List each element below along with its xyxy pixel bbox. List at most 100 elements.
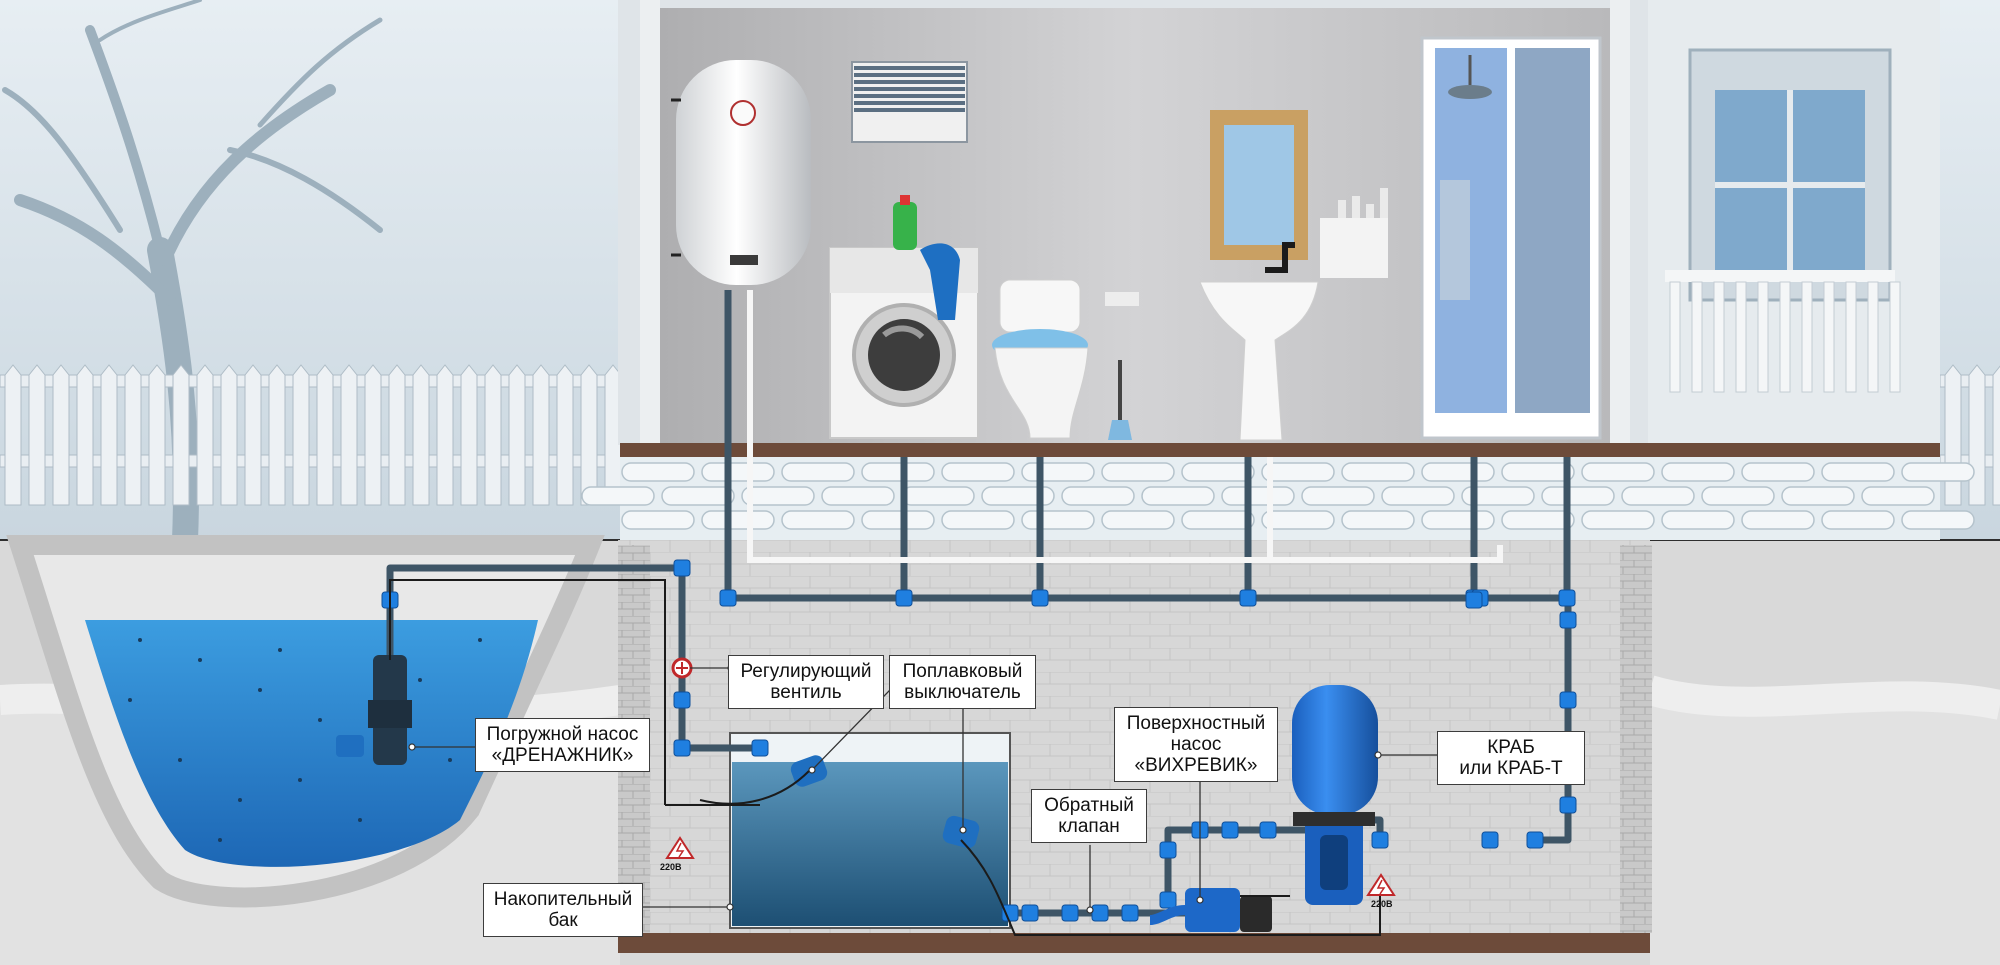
foundation-stone [1221,486,1295,506]
foundation-stone [1101,462,1175,482]
foundation-stone [581,486,655,506]
sediment-dot [418,678,422,682]
neighbor-house [1640,0,1940,445]
railing-post [1757,281,1769,393]
foundation-stone [1581,510,1655,530]
foundation-stone [1661,510,1735,530]
pipe-fitting [1121,904,1139,922]
pipe-fitting [1559,691,1577,709]
electric-cables [389,579,1381,936]
callout-dots [408,664,1382,914]
foundation-stone [1061,486,1135,506]
pipe-fitting [1221,821,1239,839]
shower-cabin [1420,36,1602,440]
pipe-fitting [1031,589,1049,607]
blind-slat [854,80,965,84]
pipe-fitting [1259,821,1277,839]
pipe-fitting [1465,591,1483,609]
sediment-dot [238,798,242,802]
pipe-fitting [1159,891,1177,909]
foundation-stone [861,462,935,482]
pipe-fitting [1001,904,1019,922]
submersible-pump [336,655,412,765]
bathroom-window [851,61,968,143]
foundation-stone [1021,510,1095,530]
pipe-fittings [381,559,1577,922]
fence-picket [220,364,238,506]
label-storage-tank: Накопительный бак [483,883,643,937]
porch-railing [1669,281,1901,393]
pipe-fitting [1559,796,1577,814]
foundation-stone [1101,510,1175,530]
railing-post [1867,281,1879,393]
pipe-fitting [1481,831,1499,849]
foundation-stone [1541,486,1615,506]
foundation-stone [1301,486,1375,506]
foundation-stone [941,510,1015,530]
foundation-stone [901,486,975,506]
fence-picket [172,364,190,506]
foundation-stone [701,462,775,482]
railing-post [1713,281,1725,393]
pipe-fitting [1061,904,1079,922]
fence-picket [148,364,166,506]
fence-picket [268,364,286,506]
regulating-valve [671,657,693,679]
foundation-stone [1741,510,1815,530]
label-submersible-pump: Погружной насос «ДРЕНАЖНИК» [475,718,650,772]
sediment-dot [298,778,302,782]
label-float-switch: Поплавковый выключатель [889,655,1036,709]
pipe-fitting [895,589,913,607]
fence-picket [52,364,70,506]
fence-picket [100,364,118,506]
foundation-stone [1501,462,1575,482]
label-regulating-valve: Регулирующий вентиль [728,655,884,709]
railing-post [1801,281,1813,393]
railing-post [1669,281,1681,393]
pipe-fitting [1091,904,1109,922]
pipe-fitting [1371,831,1389,849]
fence-picket [1944,364,1962,506]
railing-post [1889,281,1901,393]
foundation-stone [1821,510,1895,530]
foundation-stone [781,510,855,530]
well-pit [6,535,605,908]
hydro-accumulator [1292,685,1378,905]
voltage-label-left: 220В [660,862,682,872]
foundation-stone [1581,462,1655,482]
foundation-stone [1421,462,1495,482]
fence-picket [316,364,334,506]
pipe-fitting [673,559,691,577]
railing-post [1823,281,1835,393]
fence-picket [1992,365,2000,506]
fence-picket [124,364,142,506]
well-water [85,620,538,867]
pipe-fitting [1239,589,1257,607]
foundation-stone [1901,510,1975,530]
foundation-stone [1341,462,1415,482]
foundation-stone [861,510,935,530]
sediment-dot [128,698,132,702]
foundation-stone [781,462,855,482]
foundation-stone [701,510,775,530]
fence-picket [4,364,22,506]
fence-picket [196,364,214,506]
sediment-dot [178,758,182,762]
foundation-stone [621,462,695,482]
water-heater [671,60,811,285]
foundation-stone [1861,486,1935,506]
pipe-fitting [751,739,769,757]
foundation-stone [1741,462,1815,482]
sediment-dot [478,638,482,642]
foundation-stone [1381,486,1455,506]
foundation-stone [1421,510,1495,530]
blind-slat [854,87,965,91]
sediment-dot [218,838,222,842]
foundation-stone [1261,510,1335,530]
fence-picket [508,364,526,506]
label-surface-pump: Поверхностный насос «ВИХРЕВИК» [1114,707,1278,782]
fence-picket [1968,364,1986,506]
pipe-fitting [1558,589,1576,607]
foundation-stone [981,486,1055,506]
